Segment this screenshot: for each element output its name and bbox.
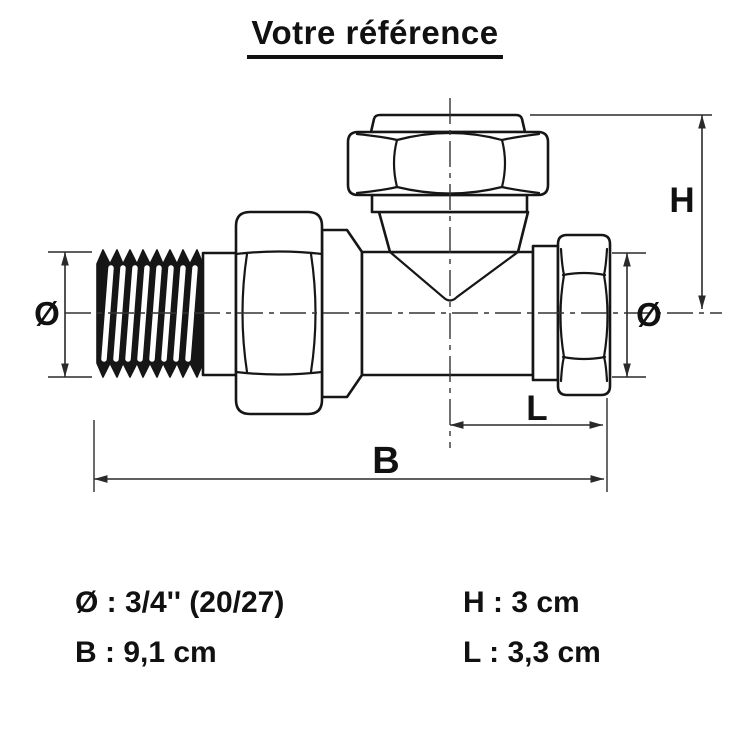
spec-total-width: B : 9,1 cm xyxy=(75,636,217,669)
dim-label-height: H xyxy=(669,181,694,220)
dim-label-length: L xyxy=(526,389,547,428)
right-nut xyxy=(556,233,612,397)
valve-top-branch xyxy=(346,113,550,302)
branch-neck xyxy=(377,210,530,254)
male-thread xyxy=(96,249,204,378)
seat-vee-line xyxy=(388,250,520,302)
dim-label-total-width: B xyxy=(372,440,399,482)
spec-diameter: Ø : 3/4'' (20/27) xyxy=(75,586,285,619)
page-title-text: Votre référence xyxy=(247,14,503,59)
bonnet-nut xyxy=(346,130,550,197)
dim-diameter-right: Ø xyxy=(612,252,662,378)
dim-height-H: H xyxy=(530,114,712,309)
page-title: Votre référence xyxy=(0,14,750,59)
dim-total-width-B: B xyxy=(93,420,604,492)
dim-label-diameter-right: Ø xyxy=(636,296,662,333)
bonnet-cap xyxy=(369,113,527,134)
thread-collar xyxy=(201,251,238,377)
spec-length: L : 3,3 cm xyxy=(463,636,601,669)
spec-height: H : 3 cm xyxy=(463,586,580,619)
dim-label-diameter-left: Ø xyxy=(34,295,60,332)
dim-length-L: L xyxy=(450,389,608,492)
dim-diameter-left: Ø xyxy=(34,251,92,378)
